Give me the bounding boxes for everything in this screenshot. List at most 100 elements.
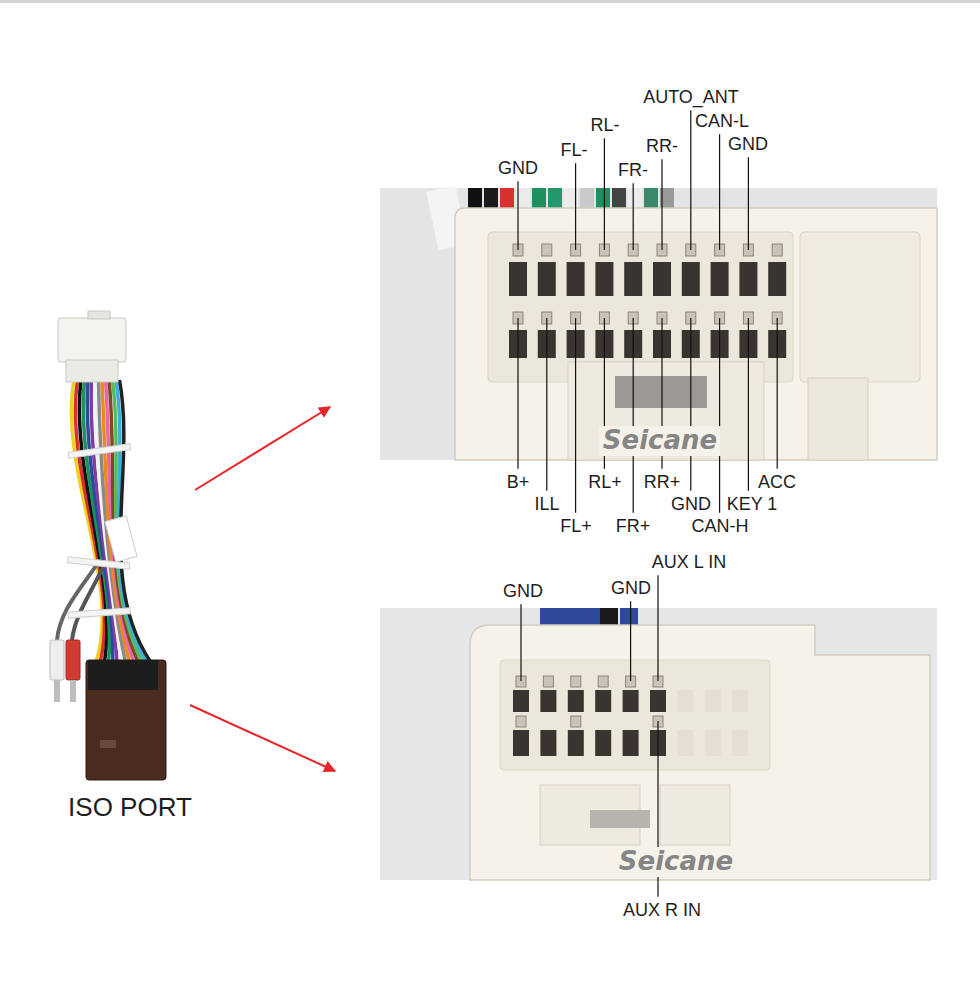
leader-line	[690, 110, 691, 250]
harness-photo	[50, 311, 166, 780]
pin-cavity	[653, 262, 671, 296]
decoder-logo	[100, 740, 116, 748]
pin-cavity	[623, 690, 639, 712]
pin-cavity	[650, 690, 666, 712]
latch	[660, 785, 730, 845]
connector-latch	[88, 311, 110, 319]
pin-label: FR-	[618, 160, 648, 181]
latch-window	[590, 810, 650, 828]
leader-line	[748, 318, 749, 491]
leader-line	[575, 318, 576, 513]
pin-label: AUX L IN	[652, 552, 726, 573]
pin-cavity	[568, 730, 584, 756]
side-tab	[808, 378, 868, 460]
connector-photo	[380, 186, 937, 460]
pin-cavity	[595, 690, 611, 712]
leader-lines	[518, 110, 777, 896]
wire	[72, 565, 104, 640]
leader-line	[661, 159, 662, 250]
leader-line	[517, 318, 518, 469]
pin-label: GND	[728, 134, 768, 155]
pin-label: CAN-H	[692, 516, 749, 537]
pin-label: RL-	[590, 115, 619, 136]
pin-label: GND	[611, 578, 651, 599]
leader-line	[604, 138, 605, 250]
pin-terminal	[772, 244, 782, 256]
rca-tip	[70, 680, 76, 702]
pin-label: GND	[503, 581, 543, 602]
harness-connector	[66, 360, 118, 382]
pin-recess	[500, 660, 770, 770]
harness-connector	[58, 318, 126, 362]
leader-line	[517, 181, 518, 250]
pin-cavity	[732, 690, 748, 712]
pin-cavity	[540, 730, 556, 756]
pointer-arrow	[195, 407, 330, 490]
pin-label: KEY 1	[727, 494, 778, 515]
decoder-plug	[88, 660, 158, 690]
leader-line	[630, 601, 631, 681]
pin-cavity	[595, 262, 613, 296]
top-rule	[0, 0, 980, 3]
pin-cavity	[538, 262, 556, 296]
pin-cavity	[513, 690, 529, 712]
pin-label: RL+	[588, 472, 622, 493]
pin-cavity	[567, 262, 585, 296]
pin-cavity	[739, 262, 757, 296]
pin-cavity	[513, 730, 529, 756]
pin-label: RR+	[644, 472, 681, 493]
pin-cavity	[705, 730, 721, 756]
watermark: Seicane	[615, 847, 737, 877]
pointer-arrow	[190, 705, 335, 771]
latch-window	[615, 376, 707, 408]
leader-line	[633, 183, 634, 250]
leader-line	[719, 318, 720, 513]
pin-label: FL-	[561, 140, 588, 161]
wire-tag	[105, 516, 137, 562]
latch	[568, 362, 764, 460]
rca-plug	[50, 640, 64, 680]
cable-tie	[68, 608, 130, 618]
pin-terminal	[516, 716, 526, 727]
pin-label: ACC	[758, 472, 796, 493]
pin-label: CAN-L	[695, 111, 749, 132]
side-block	[800, 232, 920, 382]
pin-cavity	[568, 690, 584, 712]
leader-line	[748, 157, 749, 250]
leader-line	[520, 604, 521, 681]
leader-line	[690, 318, 691, 491]
pin-label: GND	[671, 494, 711, 515]
pin-cavity	[624, 262, 642, 296]
pin-label: AUTO_ANT	[643, 87, 739, 108]
pin-terminal	[542, 244, 552, 256]
pin-cavity	[677, 690, 693, 712]
pin-cavity	[509, 262, 527, 296]
connector-body	[470, 625, 930, 880]
pin-terminal	[571, 676, 581, 687]
pin-terminal	[598, 676, 608, 687]
pin-cavity	[540, 690, 556, 712]
pin-label: GND	[498, 158, 538, 179]
photo-ground	[380, 188, 937, 460]
pin-label: ILL	[534, 494, 559, 515]
pin-cavity	[711, 262, 729, 296]
connector-body	[455, 208, 937, 460]
rca-tip	[54, 680, 60, 702]
pin-terminal	[543, 676, 553, 687]
leader-line	[575, 163, 576, 250]
pin-terminal	[571, 716, 581, 727]
leader-line	[657, 575, 658, 681]
pin-cavity	[705, 690, 721, 712]
decoder-box	[86, 660, 166, 780]
leader-line	[633, 318, 634, 513]
pin-cavity	[768, 262, 786, 296]
pin-label: FL+	[560, 516, 592, 537]
wire	[57, 560, 100, 640]
pin-recess	[488, 232, 793, 382]
leader-line	[777, 318, 778, 469]
watermark: Seicane	[599, 426, 721, 456]
cable-tie	[68, 444, 130, 459]
pin-cavity	[677, 730, 693, 756]
